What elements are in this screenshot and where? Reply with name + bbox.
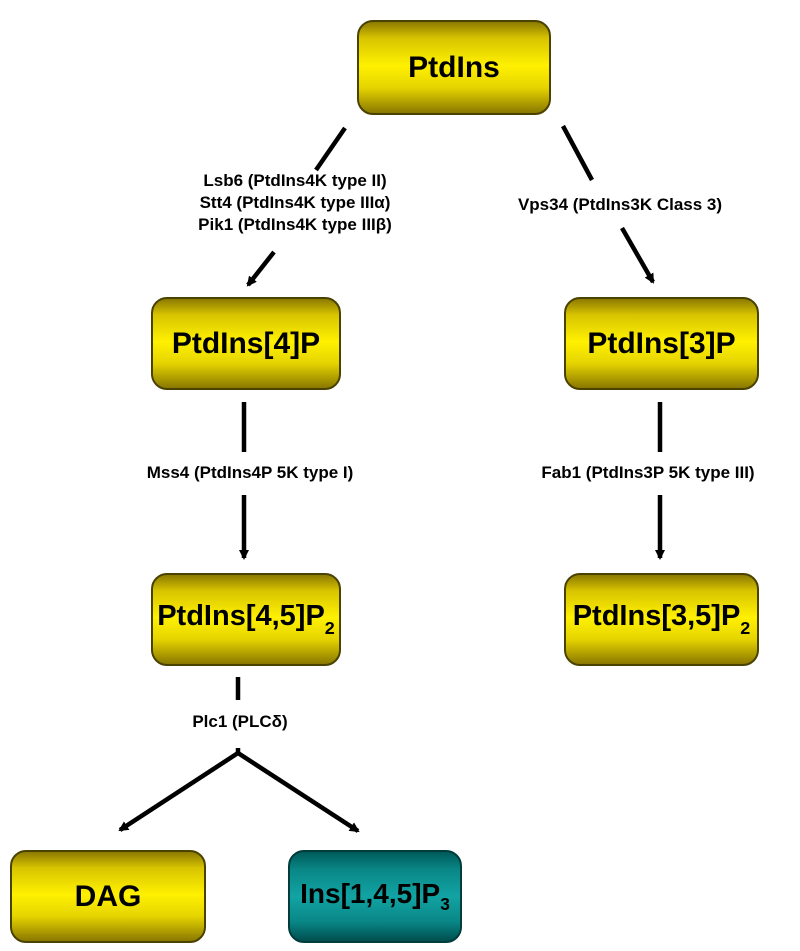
node-ptdins4p: PtdIns[4]P <box>151 297 341 390</box>
node-ptdins35p2-text: PtdIns[3,5]P <box>572 600 741 633</box>
arrow-ptdins-to-ptdins3p-lower <box>620 226 655 284</box>
node-ptdins45p2-text: PtdIns[4,5]P <box>157 600 325 633</box>
arrow-to-ins145p3 <box>236 751 360 833</box>
enzyme-label-mss4: Mss4 (PtdIns4P 5K type I) <box>146 463 354 482</box>
enzyme-label-lsb6: Lsb6 (PtdIns4K type II) <box>203 171 387 190</box>
arrow-to-dag <box>118 751 240 832</box>
enzyme-label-pi4k: Lsb6 (PtdIns4K type II) Stt4 (PtdIns4K t… <box>160 170 430 236</box>
enzyme-label-vps34: Vps34 (PtdIns3K Class 3) <box>517 195 723 214</box>
node-dag-text: DAG <box>74 879 142 913</box>
node-ptdins-text: PtdIns <box>408 50 500 84</box>
node-ptdins35p2-label: PtdIns[3,5]P2 <box>573 600 751 638</box>
node-ptdins4p-text: PtdIns[4]P <box>171 326 321 360</box>
node-ptdins35p2-subscript: 2 <box>740 617 751 638</box>
node-ptdins4p-label: PtdIns[4]P <box>172 327 320 361</box>
node-dag: DAG <box>10 850 206 943</box>
node-ptdins-label: PtdIns <box>408 51 500 85</box>
node-ptdins3p-text: PtdIns[3]P <box>587 326 736 360</box>
arrow-ptdins-to-ptdins4p-upper <box>314 126 347 172</box>
node-ptdins3p-label: PtdIns[3]P <box>587 327 735 361</box>
node-ptdins: PtdIns <box>357 20 551 115</box>
arrow-ptdins-to-ptdins4p-lower <box>246 250 276 287</box>
enzyme-label-pik1: Pik1 (PtdIns4K type IIIβ) <box>198 215 392 234</box>
node-ins145p3-subscript: 3 <box>440 894 450 915</box>
node-dag-label: DAG <box>75 880 142 914</box>
node-ptdins3p: PtdIns[3]P <box>564 297 759 390</box>
node-ptdins45p2: PtdIns[4,5]P2 <box>151 573 341 666</box>
node-ptdins35p2: PtdIns[3,5]P2 <box>564 573 759 666</box>
enzyme-label-fab1: Fab1 (PtdIns3P 5K type III) <box>541 463 755 482</box>
node-ins145p3-text: Ins[1,4,5]P <box>300 877 441 909</box>
node-ptdins45p2-label: PtdIns[4,5]P2 <box>157 600 335 638</box>
enzyme-label-stt4: Stt4 (PtdIns4K type IIIα) <box>199 193 391 212</box>
node-ptdins45p2-subscript: 2 <box>324 617 335 638</box>
arrow-ptdins-to-ptdins3p-upper <box>561 124 594 182</box>
enzyme-label-plc1: Plc1 (PLCδ) <box>192 712 288 731</box>
node-ins145p3: Ins[1,4,5]P3 <box>288 850 462 943</box>
node-ins145p3-label: Ins[1,4,5]P3 <box>300 878 450 916</box>
